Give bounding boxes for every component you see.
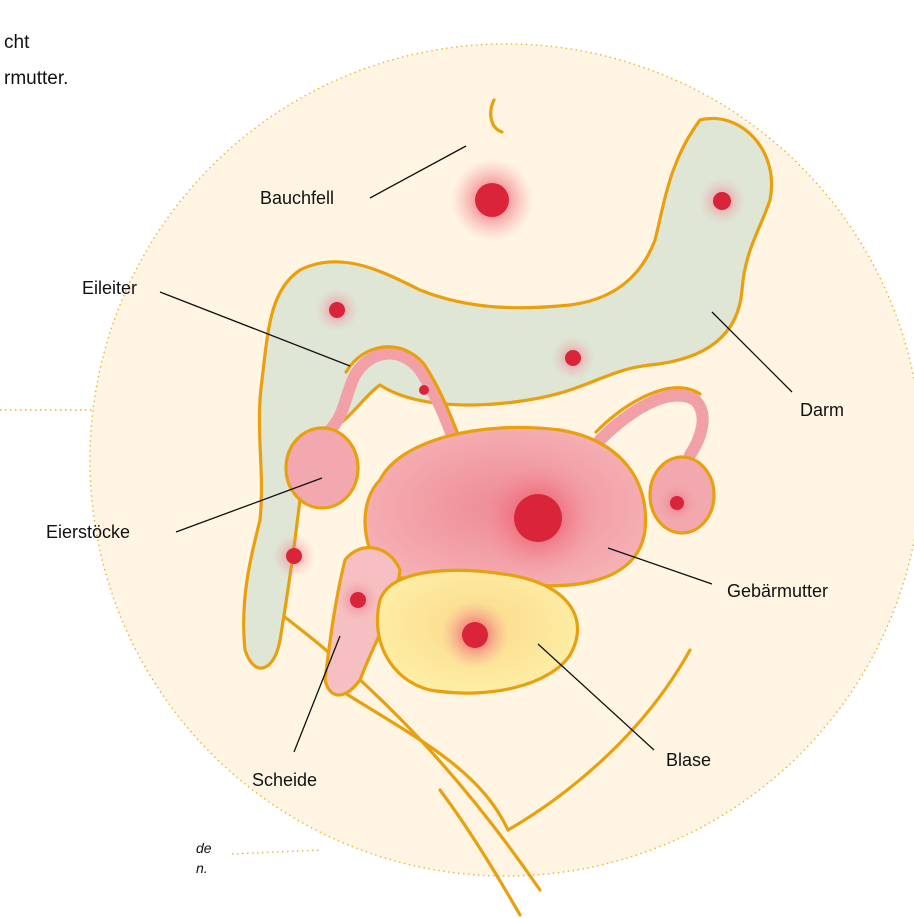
lesion-blase [462,622,488,648]
label-blase: Blase [666,750,711,770]
ovary-left [286,428,358,508]
lesion-uterus [514,494,562,542]
lesion-darm-lower [286,548,302,564]
lesion-darm-mid [565,350,581,366]
label-gebaermutter: Gebärmutter [727,581,828,601]
label-eierstoecke: Eierstöcke [46,522,130,542]
lesion-bauchfell [475,183,509,217]
lesion-darm-top [713,192,731,210]
label-darm: Darm [800,400,844,420]
caption-text-fragment-2: n. [196,858,208,878]
caption-text-fragment-1: de [196,838,212,858]
label-bauchfell: Bauchfell [260,188,334,208]
lesion-scheide [350,592,366,608]
callout-line-bottom [232,850,322,854]
lesion-ovary-right [670,496,684,510]
lesion-eileiter [419,385,429,395]
label-eileiter: Eileiter [82,278,137,298]
lesion-darm-left [329,302,345,318]
label-scheide: Scheide [252,770,317,790]
